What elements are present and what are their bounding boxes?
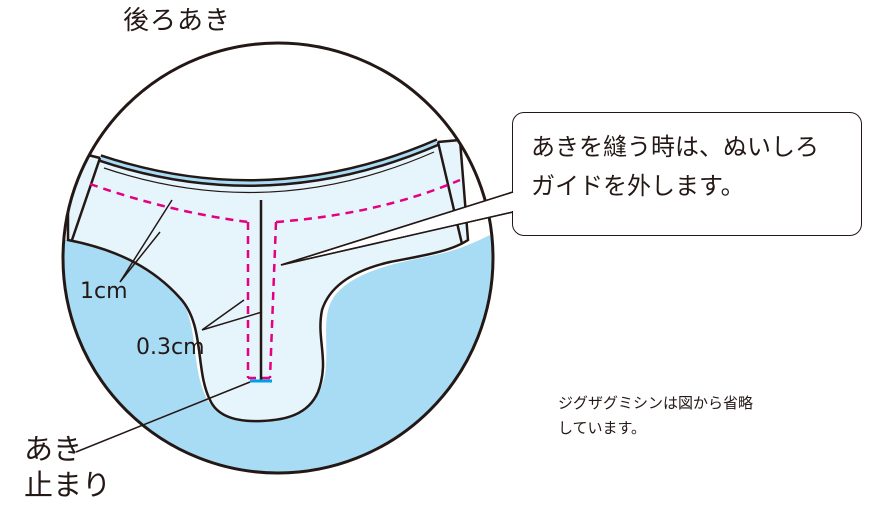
leader-aki-stop	[75, 381, 251, 453]
neckline-band-highlight	[99, 140, 439, 185]
note-line-1: ジグザグミシンは図から省略	[558, 394, 754, 412]
neckline-inner-edge	[103, 151, 435, 194]
neckline-stitch-line	[89, 178, 461, 224]
callout-text-line-1: あきを縫う時は、ぬいしろ	[531, 133, 819, 161]
opening-stop-label-line-2: 止まり	[24, 468, 112, 502]
left-side-edge	[70, 157, 102, 241]
magnified-view-circle-outline	[61, 41, 495, 475]
leader-03cm	[201, 299, 263, 331]
seam-allowance-03cm-label: 0.3cm	[136, 335, 205, 360]
callout-box	[512, 112, 862, 236]
leader-1cm	[119, 199, 173, 283]
opening-stitch-right	[268, 221, 278, 379]
opening-stop-label-line-1: あき	[24, 432, 83, 466]
seam-allowance-1cm-label: 1cm	[80, 279, 128, 304]
diagram-title: 後ろあき	[123, 6, 232, 36]
right-side-edge	[436, 141, 464, 245]
note-line-2: しています。	[558, 419, 647, 437]
callout-text-line-2: ガイドを外します。	[531, 172, 745, 200]
